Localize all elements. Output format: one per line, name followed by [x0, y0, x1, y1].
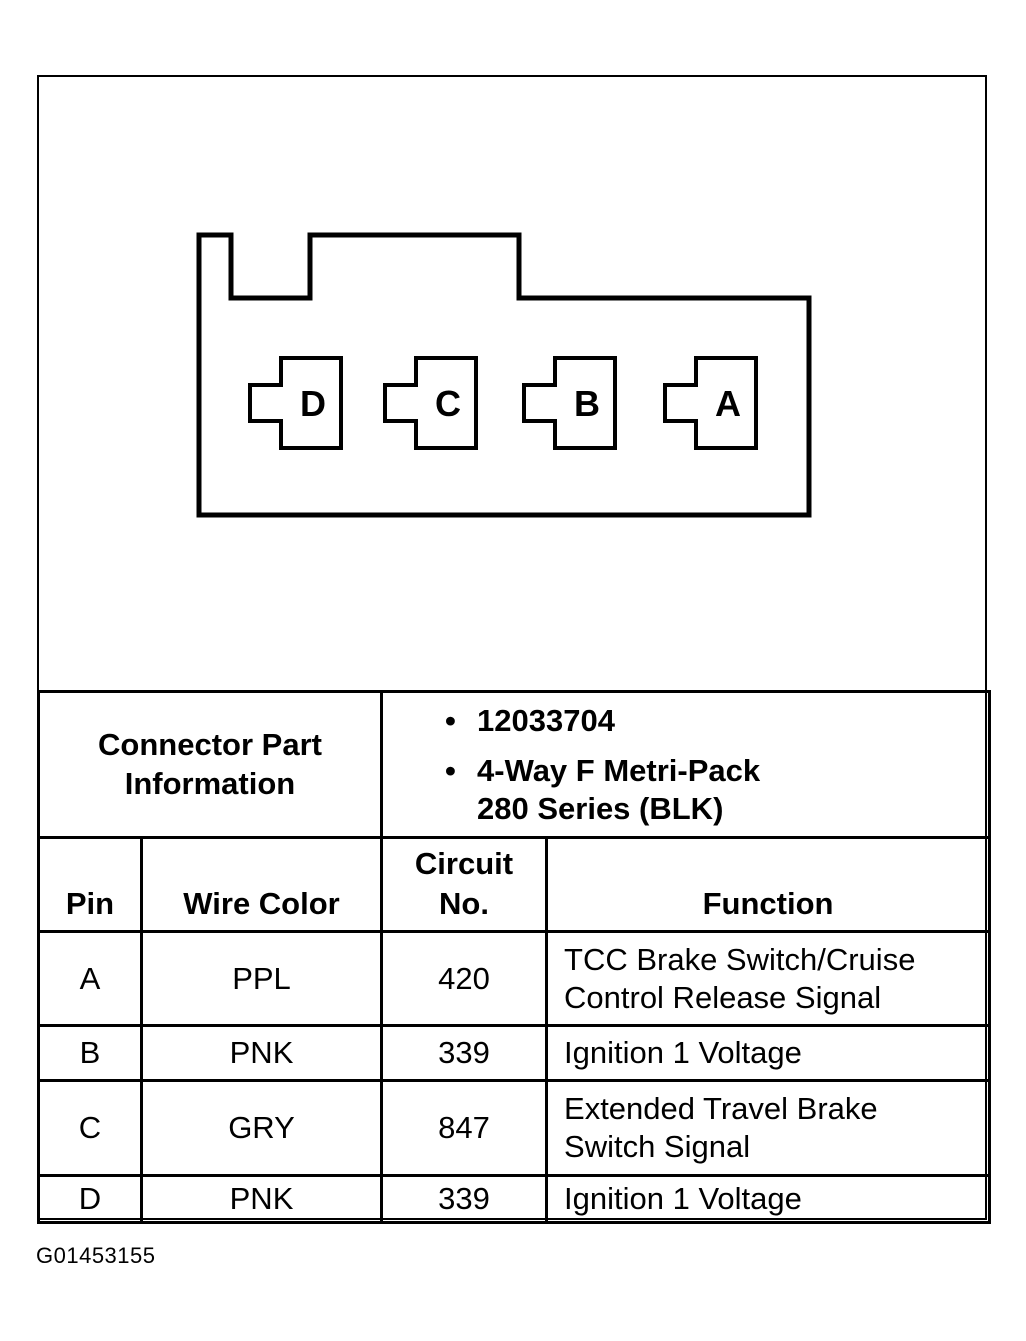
table-row: B PNK 339 Ignition 1 Voltage	[37, 1024, 992, 1082]
part-info-details: • 12033704 • 4-Way F Metri-Pack 280 Seri…	[380, 690, 992, 839]
cell-pin: C	[37, 1079, 143, 1177]
part-info-label-line2: Information	[124, 765, 296, 801]
cell-pin: D	[37, 1174, 143, 1224]
cell-function-line1: TCC Brake Switch/Cruise	[564, 941, 916, 977]
cell-pin: A	[37, 930, 143, 1027]
part-number: 12033704	[477, 702, 615, 738]
figure-code: G01453155	[36, 1243, 156, 1268]
pin-cavity-outline	[248, 356, 343, 450]
cell-wire-color: GRY	[139, 1079, 384, 1177]
pin-cavity-c: C	[383, 356, 478, 450]
bullet-icon: •	[445, 702, 456, 738]
pin-cavity-d: D	[248, 356, 343, 450]
pin-label: C	[435, 383, 461, 424]
cell-wire-color: PNK	[139, 1174, 384, 1224]
table-row: C GRY 847 Extended Travel Brake Switch S…	[37, 1079, 992, 1177]
part-number-item: • 12033704	[383, 702, 988, 740]
pin-cavity-b: B	[522, 356, 617, 450]
part-description-line1: 4-Way F Metri-Pack	[477, 752, 761, 788]
pin-cavity-outline	[663, 356, 758, 450]
pin-cavity-outline	[383, 356, 478, 450]
cell-function-line1: Ignition 1 Voltage	[564, 1035, 802, 1070]
part-info-label: Connector Part Information	[36, 690, 384, 839]
pin-cavity-a: A	[663, 356, 758, 450]
cell-function: TCC Brake Switch/Cruise Control Release …	[545, 930, 992, 1027]
pin-label: B	[574, 383, 600, 424]
part-description-line2: 280 Series (BLK)	[477, 790, 724, 826]
part-info-row: Connector Part Information • 12033704 • …	[36, 690, 992, 839]
part-info-label-line1: Connector Part	[98, 726, 322, 762]
cell-function-line1: Ignition 1 Voltage	[564, 1181, 802, 1216]
col-header-circuit-line1: Circuit	[414, 846, 514, 881]
cell-circuit: 420	[380, 930, 549, 1027]
cell-function: Extended Travel Brake Switch Signal	[545, 1079, 992, 1177]
bullet-icon: •	[445, 752, 456, 788]
cell-wire-color: PPL	[139, 930, 384, 1027]
col-header-function: Function	[545, 836, 992, 933]
cell-function: Ignition 1 Voltage	[545, 1024, 992, 1082]
cell-circuit: 847	[380, 1079, 549, 1177]
connector-info-table: Connector Part Information • 12033704 • …	[36, 690, 992, 1224]
cell-pin: B	[37, 1024, 143, 1082]
cell-function: Ignition 1 Voltage	[545, 1174, 992, 1224]
cell-function-line2: Switch Signal	[564, 1129, 751, 1164]
table-row: D PNK 339 Ignition 1 Voltage	[37, 1174, 992, 1224]
cell-circuit: 339	[380, 1024, 549, 1082]
connector-housing	[196, 232, 812, 518]
cell-wire-color: PNK	[139, 1024, 384, 1082]
col-header-wire-color: Wire Color	[139, 836, 384, 933]
col-header-pin: Pin	[37, 836, 143, 933]
col-header-circuit: Circuit No.	[380, 836, 549, 933]
cell-circuit: 339	[380, 1174, 549, 1224]
pin-cavity-outline	[522, 356, 617, 450]
cell-function-line1: Extended Travel Brake	[564, 1091, 878, 1126]
table-row: A PPL 420 TCC Brake Switch/Cruise Contro…	[37, 930, 992, 1027]
col-header-circuit-line2: No.	[439, 886, 489, 921]
column-header-row: Pin Wire Color Circuit No. Function	[37, 836, 992, 933]
part-description-item: • 4-Way F Metri-Pack 280 Series (BLK)	[383, 752, 988, 828]
cell-function-line2: Control Release Signal	[564, 979, 882, 1015]
pin-label: D	[300, 383, 326, 424]
pin-label: A	[715, 383, 741, 424]
